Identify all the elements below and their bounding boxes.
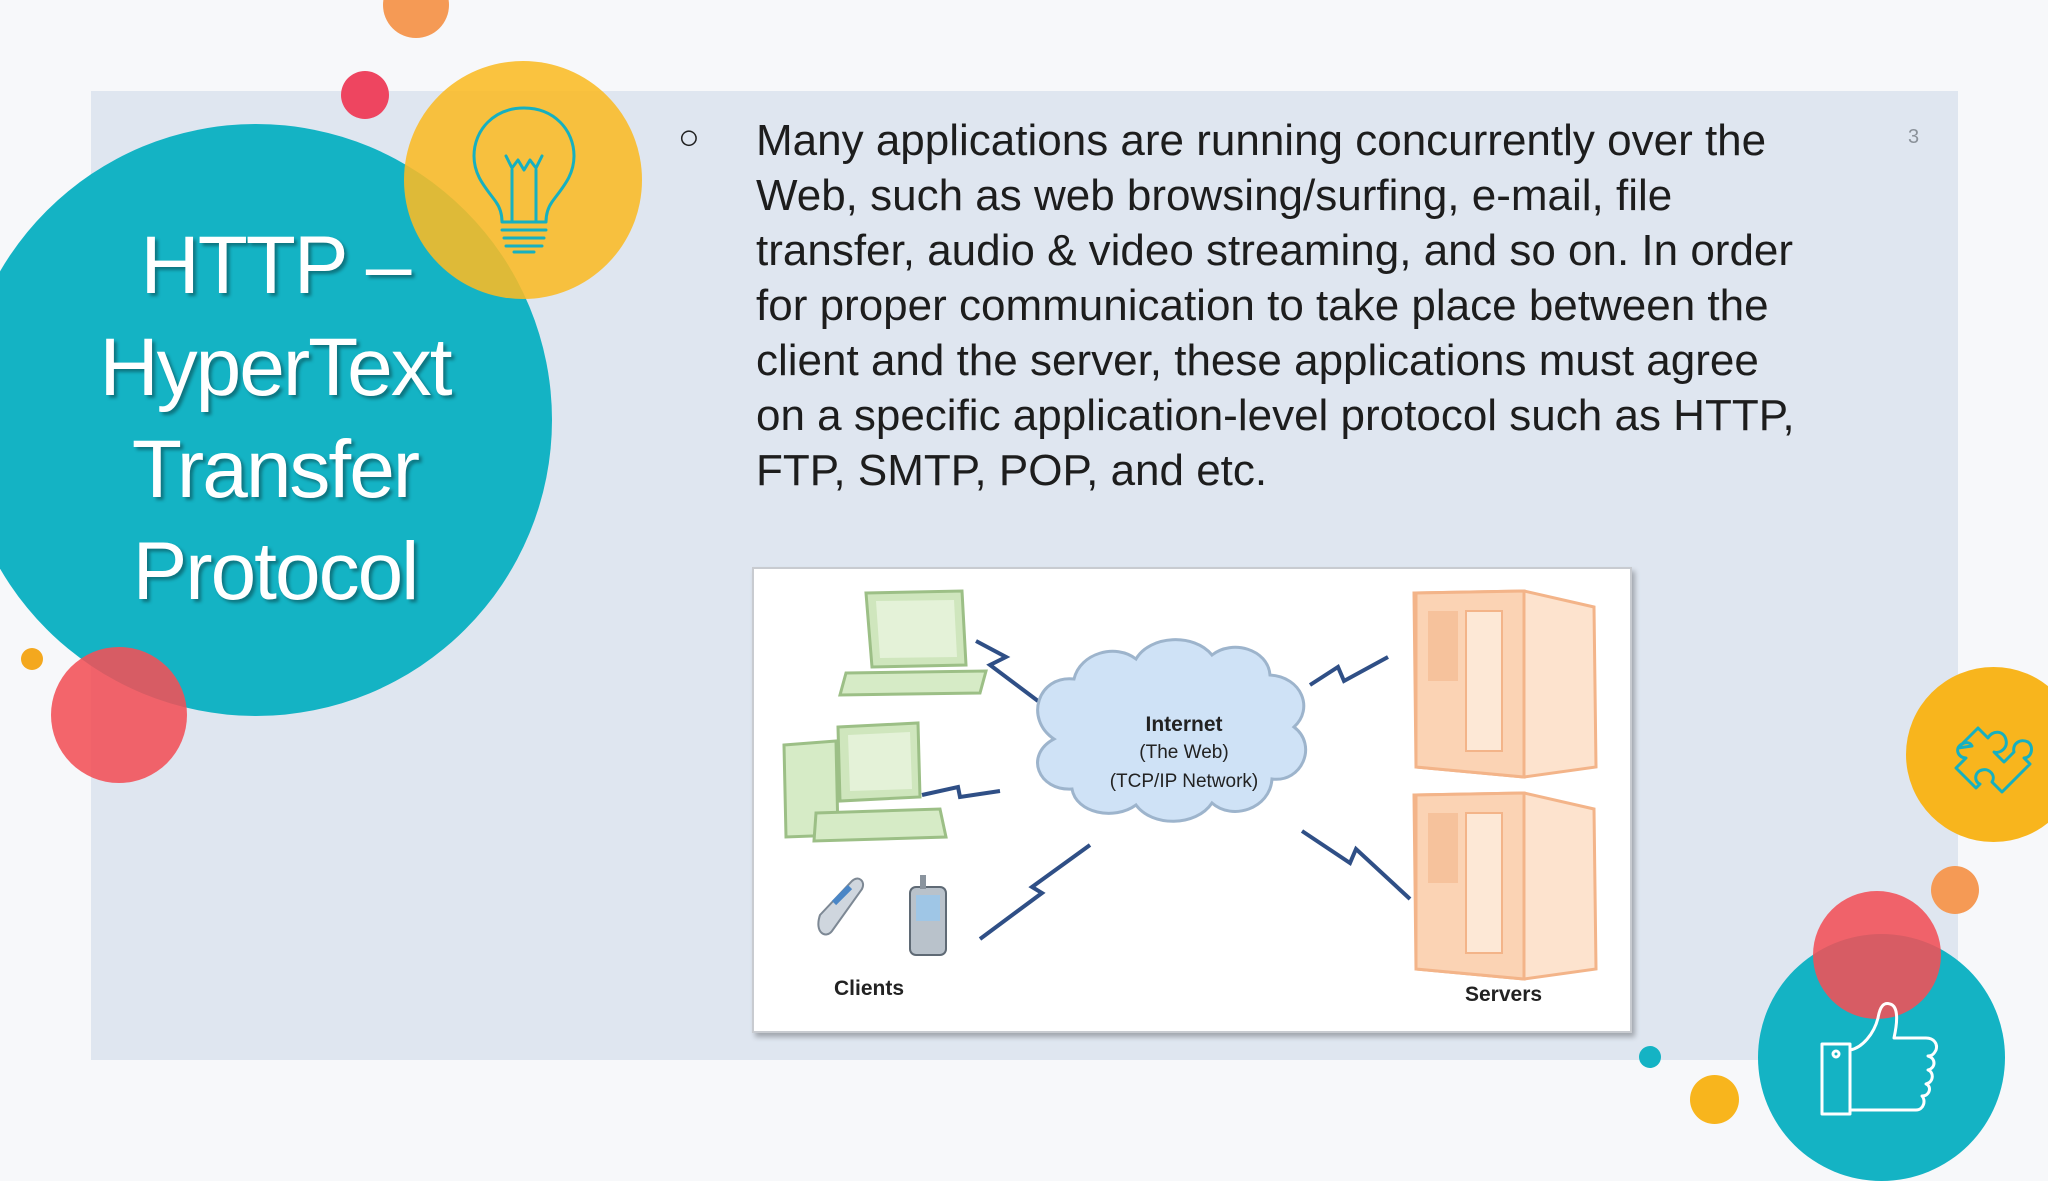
decor-circle-orange-right [1931, 866, 1979, 914]
decor-circle-red-right [1813, 891, 1941, 1019]
link-laptop [975, 639, 1040, 703]
puzzle-icon [1954, 726, 2033, 794]
decor-dot-yellow-bottom [1690, 1075, 1739, 1124]
decor-dot-yellow-left [21, 648, 43, 670]
link-phone [978, 843, 1092, 941]
network-label: (TCP/IP Network) [1109, 771, 1259, 792]
bullet-marker: ○ [678, 116, 700, 157]
clients-label: Clients [834, 977, 905, 1000]
server-icon [1412, 589, 1598, 779]
internet-label: Internet [1145, 713, 1223, 736]
laptop-icon [838, 589, 988, 697]
decor-circle-orange-top [383, 0, 449, 38]
phone-icon [817, 875, 947, 956]
link-server-top [1308, 655, 1389, 687]
decor-circle-yellow-bulb [404, 61, 642, 299]
link-server-bottom [1300, 829, 1412, 901]
decor-circle-yellow-right [1906, 667, 2048, 842]
thumbs-up-icon [1820, 1002, 1938, 1116]
lightbulb-icon [472, 106, 576, 254]
client-server-diagram: Internet (The Web) (TCP/IP Network) Clie… [752, 567, 1632, 1033]
servers-label: Servers [1465, 983, 1543, 1006]
page-number: 3 [1908, 126, 1920, 148]
web-label: (The Web) [1139, 742, 1229, 763]
slide-title: HTTP – HyperText Transfer Protocol [99, 220, 452, 617]
decor-circle-red-left [51, 647, 187, 783]
body-paragraph: Many applications are running concurrent… [756, 116, 1795, 495]
link-desktop [921, 784, 1001, 800]
server-icon [1412, 791, 1598, 981]
cloud-icon [1036, 638, 1308, 823]
desktop-icon [782, 721, 948, 843]
decor-dot-teal [1639, 1046, 1661, 1068]
decor-circle-pink-top [341, 71, 389, 119]
